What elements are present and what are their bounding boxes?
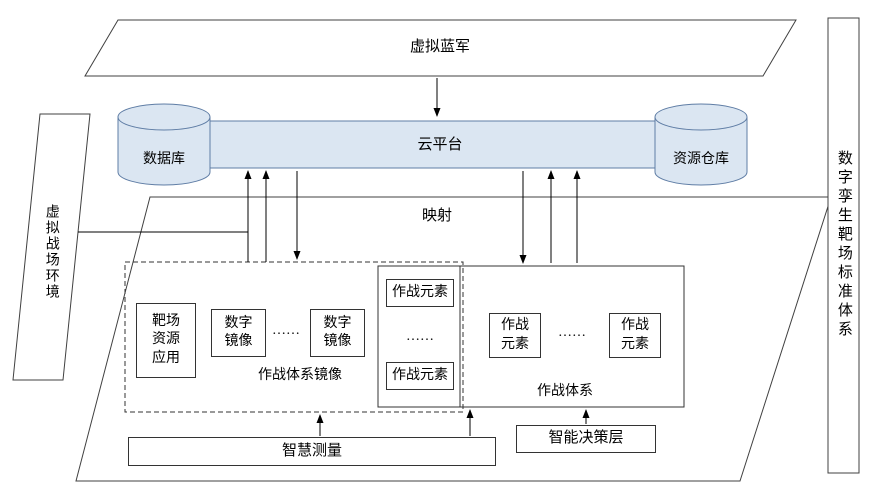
combat-element-box-1: 作战元素 xyxy=(386,279,454,307)
combat-mirror-dashed-rect xyxy=(124,261,464,413)
resource-warehouse-cylinder-body xyxy=(654,117,748,186)
combat-element-box-3: 作战 元素 xyxy=(489,313,541,358)
virtual-battlefield-env-shape xyxy=(12,113,91,381)
cloud-platform-bar xyxy=(161,120,711,169)
resource-warehouse-cylinder-top xyxy=(654,103,748,131)
smart-measurement-box: 智慧测量 xyxy=(128,437,496,466)
database-cylinder-body xyxy=(117,117,211,186)
standard-system-bar xyxy=(827,17,860,474)
digital-mirror-box-1: 数字 镜像 xyxy=(211,309,266,357)
database-cylinder-top xyxy=(117,103,211,131)
intelligent-decision-box: 智能决策层 xyxy=(516,425,656,453)
combat-element-box-2: 作战元素 xyxy=(386,362,454,390)
range-resource-app-box: 靶场 资源 应用 xyxy=(136,303,196,378)
digital-mirror-box-2: 数字 镜像 xyxy=(310,309,365,357)
combat-element-box-4: 作战 元素 xyxy=(609,313,661,358)
virtual-blue-army-shape xyxy=(84,19,797,77)
